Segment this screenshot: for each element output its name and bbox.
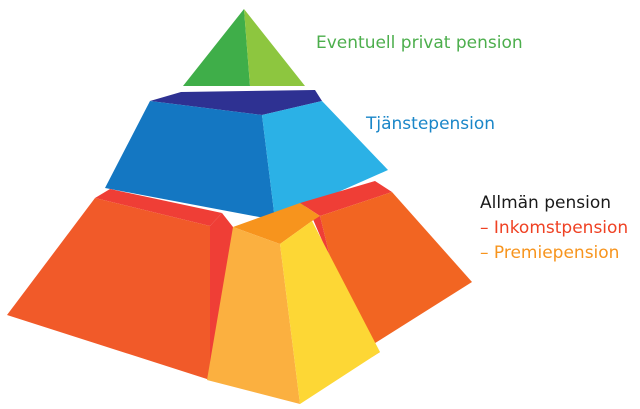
tjanste-tier-top-band <box>150 90 322 115</box>
inkomst-right-face <box>320 192 472 348</box>
tier-tjanstepension <box>105 90 388 220</box>
premiepension-label: – Premiepension <box>480 243 620 263</box>
premiepension-left-face <box>207 227 300 404</box>
private-pension-label: Eventuell privat pension <box>316 33 523 53</box>
inkomst-left-face <box>7 198 210 380</box>
inkomst-top-band-right <box>300 181 392 216</box>
premiepension-block <box>207 203 380 404</box>
allman-pension-label: Allmän pension <box>480 193 612 213</box>
tjanstepension-label: Tjänstepension <box>366 114 496 134</box>
private-tier-left-face <box>183 9 250 86</box>
allman-pension-legend: Allmän pension – Inkomstpension – Premie… <box>480 191 628 266</box>
tjanste-tier-right-face <box>262 101 388 220</box>
tier-private-pension <box>183 9 305 86</box>
private-tier-right-face <box>244 9 305 86</box>
inkomstpension-label: – Inkomstpension <box>480 218 629 238</box>
tjanste-tier-left-face <box>105 101 275 220</box>
premiepension-top-face <box>233 203 320 244</box>
inkomst-separator-right <box>312 216 380 357</box>
premiepension-right-face <box>280 221 380 404</box>
inkomst-top-band <box>95 189 222 226</box>
